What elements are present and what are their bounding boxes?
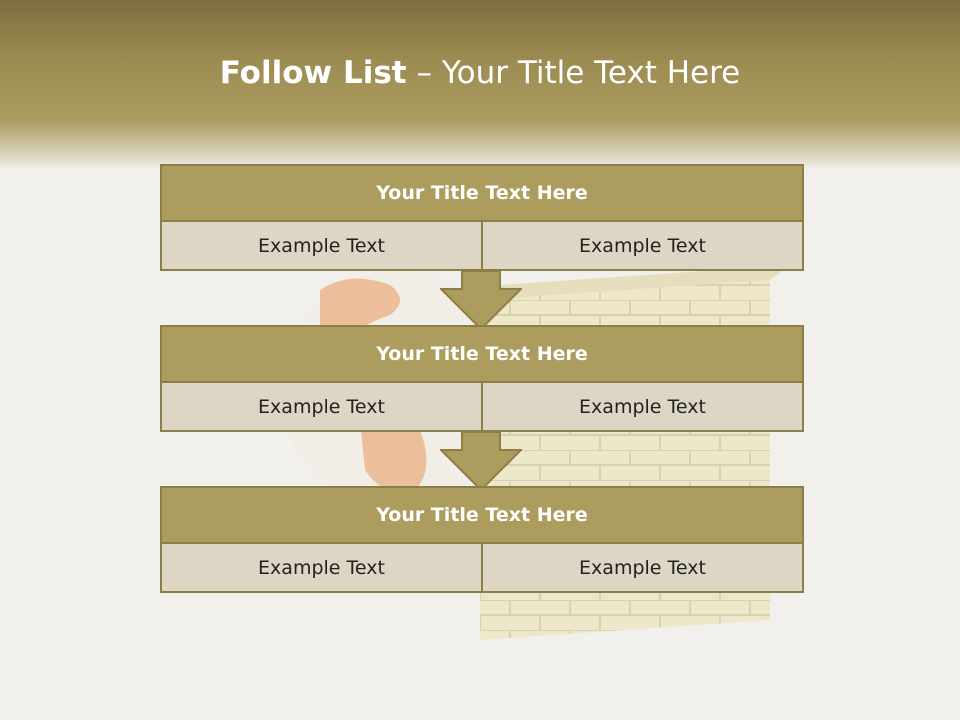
title-rest: – Your Title Text Here: [406, 55, 741, 91]
step-box-1: Your Title Text Here Example Text Exampl…: [160, 164, 804, 271]
page-title: Follow List – Your Title Text Here: [0, 55, 960, 91]
step-cell-left: Example Text: [162, 544, 483, 591]
step-box-2: Your Title Text Here Example Text Exampl…: [160, 325, 804, 432]
step-title: Your Title Text Here: [162, 488, 802, 544]
step-title: Your Title Text Here: [162, 327, 802, 383]
down-arrow-icon: [440, 432, 522, 492]
down-arrow-icon: [440, 271, 522, 331]
title-bold: Follow List: [219, 55, 407, 91]
step-cell-right: Example Text: [579, 556, 706, 579]
step-box-3: Your Title Text Here Example Text Exampl…: [160, 486, 804, 593]
step-cell-right: Example Text: [579, 234, 706, 257]
title-band: [0, 0, 960, 170]
step-title: Your Title Text Here: [162, 166, 802, 222]
step-cell-right: Example Text: [579, 395, 706, 418]
step-cell-left: Example Text: [162, 222, 483, 269]
step-cell-left: Example Text: [162, 383, 483, 430]
